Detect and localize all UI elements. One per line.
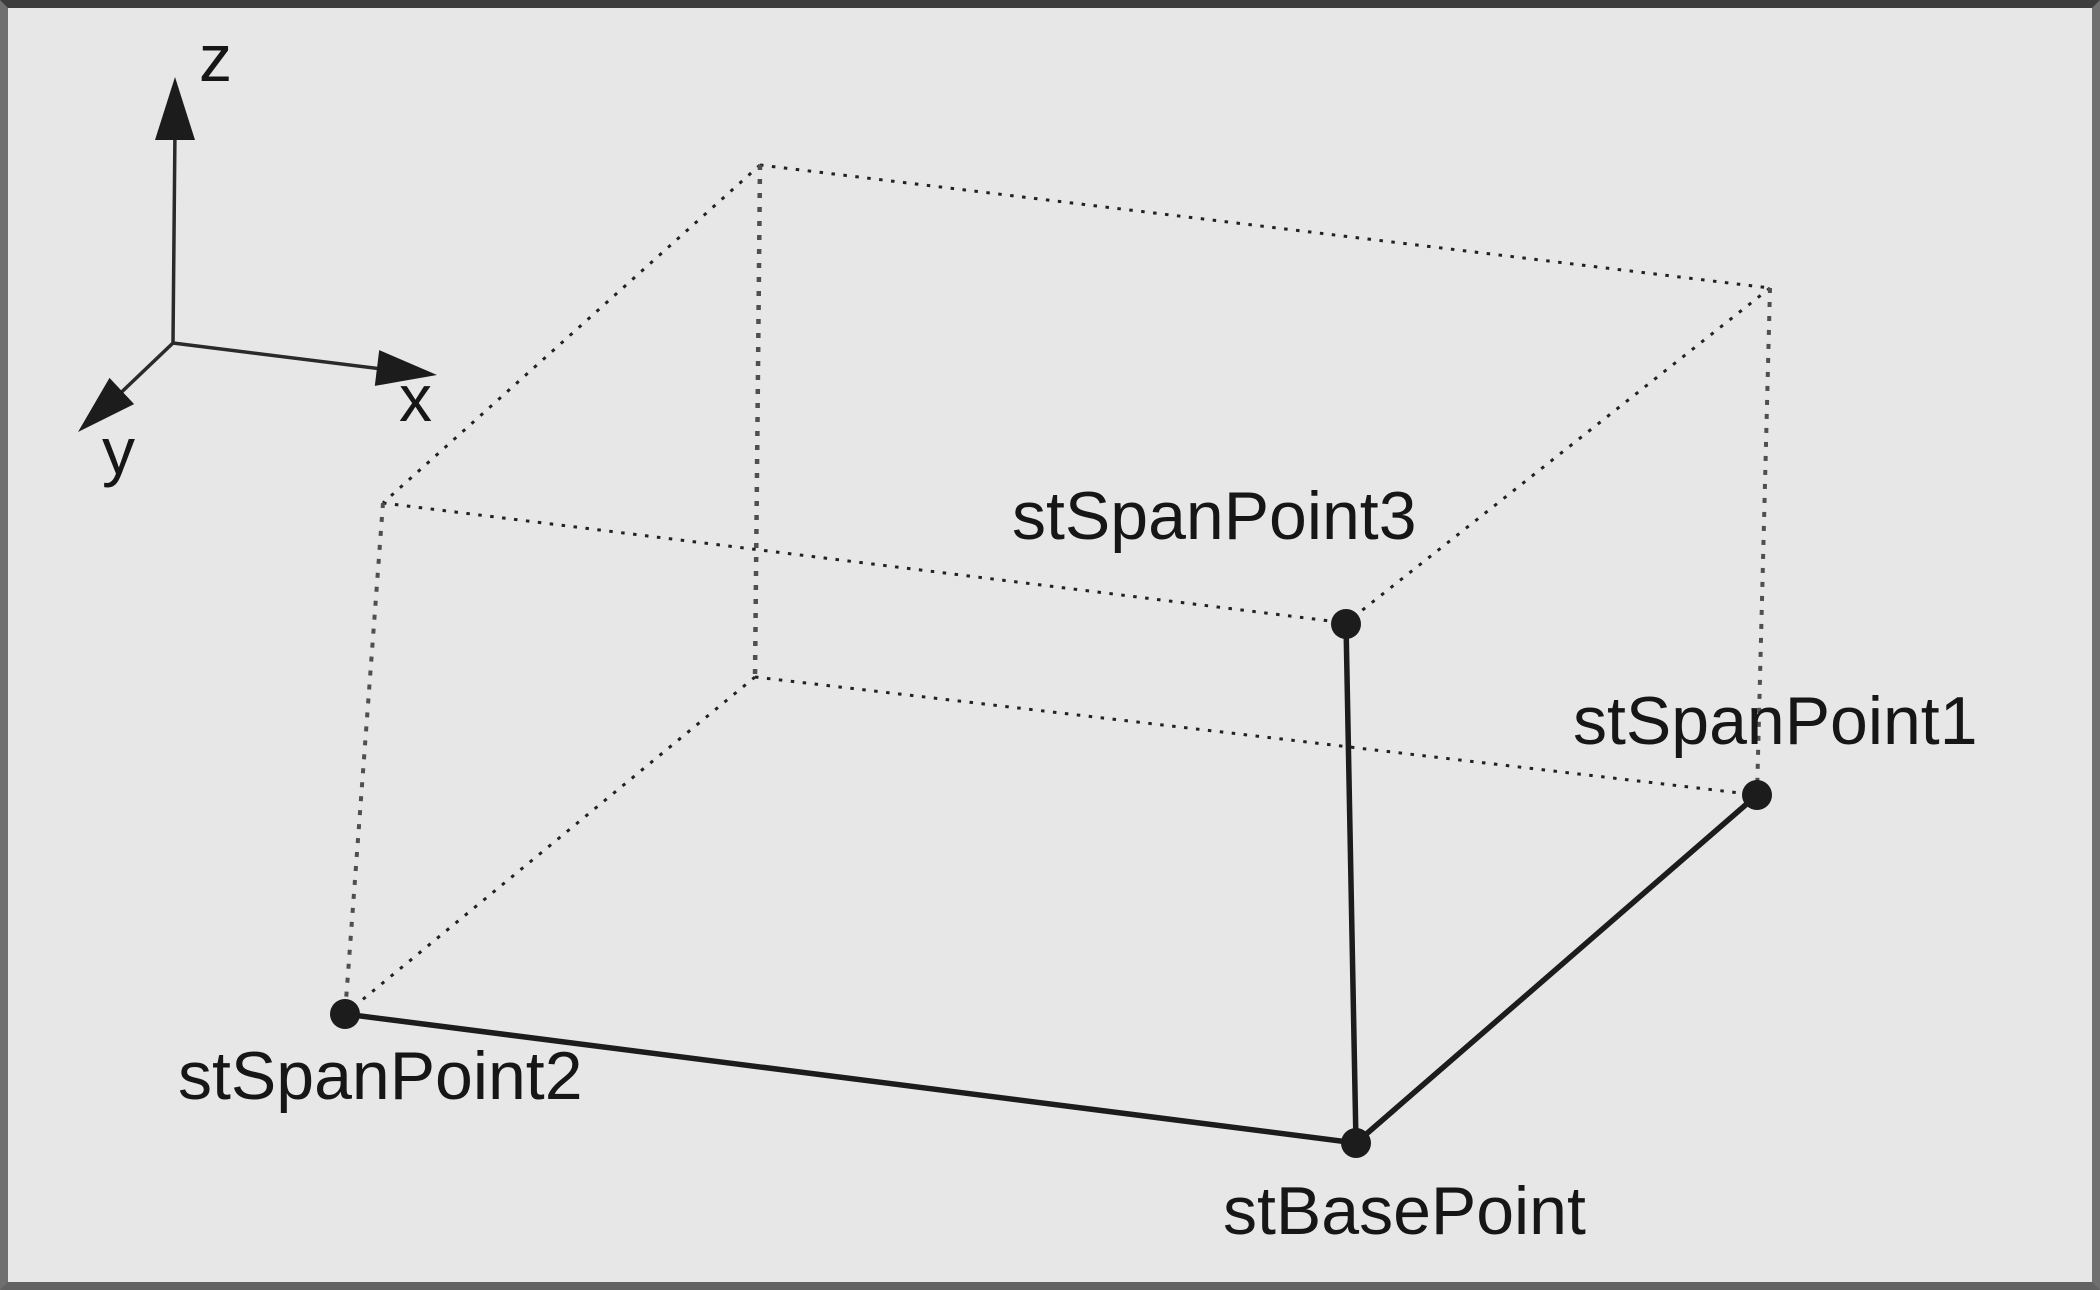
edge-bottom-back-right-dotted <box>754 675 1758 797</box>
edge-bottom-back-left-dotted <box>344 675 756 1016</box>
z-axis-line <box>171 127 177 344</box>
z-axis-label: z <box>199 21 232 95</box>
edge-base-to-span3-solid <box>1343 620 1359 1146</box>
y-axis-label: y <box>102 414 135 488</box>
point-marker-base <box>1341 1128 1371 1158</box>
x-axis-line <box>172 341 399 373</box>
edge-vertical-right-dotted <box>1755 287 1772 796</box>
point-marker-span2 <box>330 999 360 1029</box>
edge-base-to-span1-solid <box>1353 792 1760 1146</box>
base-point-label: stBasePoint <box>1223 1173 1586 1249</box>
span-point-3-label: stSpanPoint3 <box>1012 478 1417 554</box>
span-point-2-label: stSpanPoint2 <box>178 1038 583 1114</box>
point-marker-span1 <box>1742 780 1772 810</box>
z-axis-arrowhead-icon <box>155 77 195 140</box>
edge-top-back-left-dotted <box>381 163 762 505</box>
edge-vertical-back-dotted <box>752 164 763 678</box>
edge-vertical-left-dotted <box>343 502 385 1015</box>
x-axis-label: x <box>399 361 432 435</box>
point-marker-span3 <box>1331 609 1361 639</box>
x-axis-arrowhead-icon <box>374 350 437 386</box>
box-diagram-svg <box>78 77 1772 1158</box>
edge-top-front-right-dotted <box>1345 286 1771 625</box>
y-axis-arrowhead-icon <box>78 377 135 432</box>
edge-base-to-span2-solid <box>342 1011 1359 1146</box>
edge-top-back-right-dotted <box>759 163 1771 290</box>
span-point-1-label: stSpanPoint1 <box>1573 683 1978 759</box>
